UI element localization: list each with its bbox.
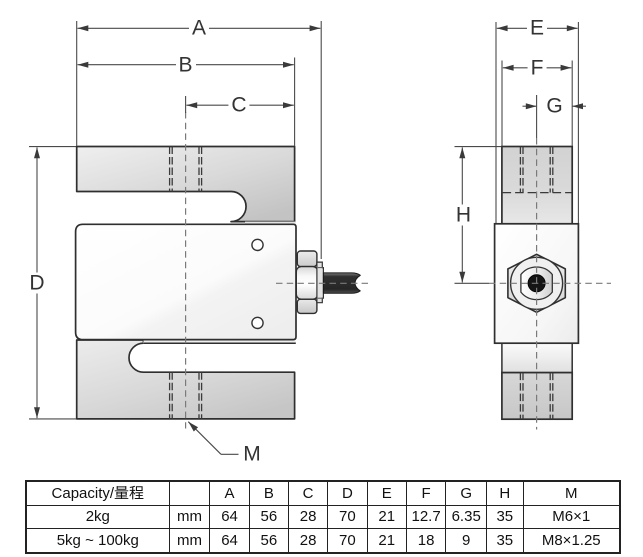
cell-h: 35 [486,527,524,554]
front-view [74,112,368,429]
dim-label-a: A [188,17,210,39]
front-mid-sliver-top [245,221,296,225]
header-col-g: G [445,480,488,506]
cell-m: M8×1.25 [522,527,621,554]
dim-label-m: M [240,443,264,464]
dim-label-e: E [526,17,548,39]
header-col-f: F [405,480,447,506]
cell-f: 18 [405,527,447,554]
header-col-b: B [248,480,290,506]
dim-label-f: F [527,57,547,79]
cell-e: 21 [366,527,407,554]
hex-facet-top [296,250,318,268]
dim-label-d: D [26,272,48,293]
cell-unit: mm [168,527,211,554]
header-col-d: D [327,480,368,506]
plate-screw-hole-top [251,238,264,252]
cell-c: 28 [288,504,329,529]
side-thread-lines-bottom [519,372,554,420]
header-col-a: A [209,480,250,506]
side-view [489,138,611,430]
plate-screw-hole-bottom [251,316,264,330]
hex-facet-bottom [296,298,318,315]
dim-label-g: G [543,95,566,117]
cell-capacity: 2kg [25,504,170,529]
cell-d: 70 [327,504,368,529]
cell-g: 9 [445,527,488,554]
dimension-lines [29,21,586,455]
spec-table: Capacity/ A B C D E F G H M 2kg mm 64 56… [25,480,621,554]
cell-g: 6.35 [445,504,488,529]
spec-header-row: Capacity/ A B C D E F G H M [25,480,621,506]
cjk-char-liang [114,485,129,499]
cell-capacity: 5kg ~ 100kg [25,527,170,554]
cell-f: 12.7 [405,504,447,529]
cell-b: 56 [248,527,290,554]
dim-label-c: C [228,94,250,116]
cell-h: 35 [486,504,524,529]
header-unit [168,480,211,506]
cell-a: 64 [209,527,250,554]
cell-c: 28 [288,527,329,554]
header-capacity-latin: Capacity/ [51,484,115,502]
front-thread-lines-bottom [168,372,203,419]
cell-a: 64 [209,504,250,529]
cjk-char-cheng [129,485,144,500]
cell-d: 70 [327,527,368,554]
header-col-e: E [366,480,407,506]
cell-e: 21 [366,504,407,529]
dim-label-h: H [452,204,475,225]
leader-m-arrow [187,421,222,455]
header-col-c: C [288,480,329,506]
header-capacity: Capacity/ [25,480,170,506]
cable-gland-ring [316,261,324,304]
front-top-block [75,145,296,223]
front-bottom-block [75,339,296,420]
front-mid-sliver-bottom [143,340,296,344]
cell-m: M6×1 [522,504,621,529]
front-thread-lines-top [168,146,203,192]
spec-row-2kg: 2kg mm 64 56 28 70 21 12.7 6.35 35 M6×1 [25,504,621,529]
dim-label-b: B [175,54,196,76]
side-thread-lines-top [519,146,554,193]
front-cover-plate [74,223,297,341]
cell-unit: mm [168,504,211,529]
cell-b: 56 [248,504,290,529]
header-col-m: M [522,480,621,506]
spec-row-5-100kg: 5kg ~ 100kg mm 64 56 28 70 21 18 9 35 M8… [25,527,621,554]
header-col-h: H [486,480,524,506]
